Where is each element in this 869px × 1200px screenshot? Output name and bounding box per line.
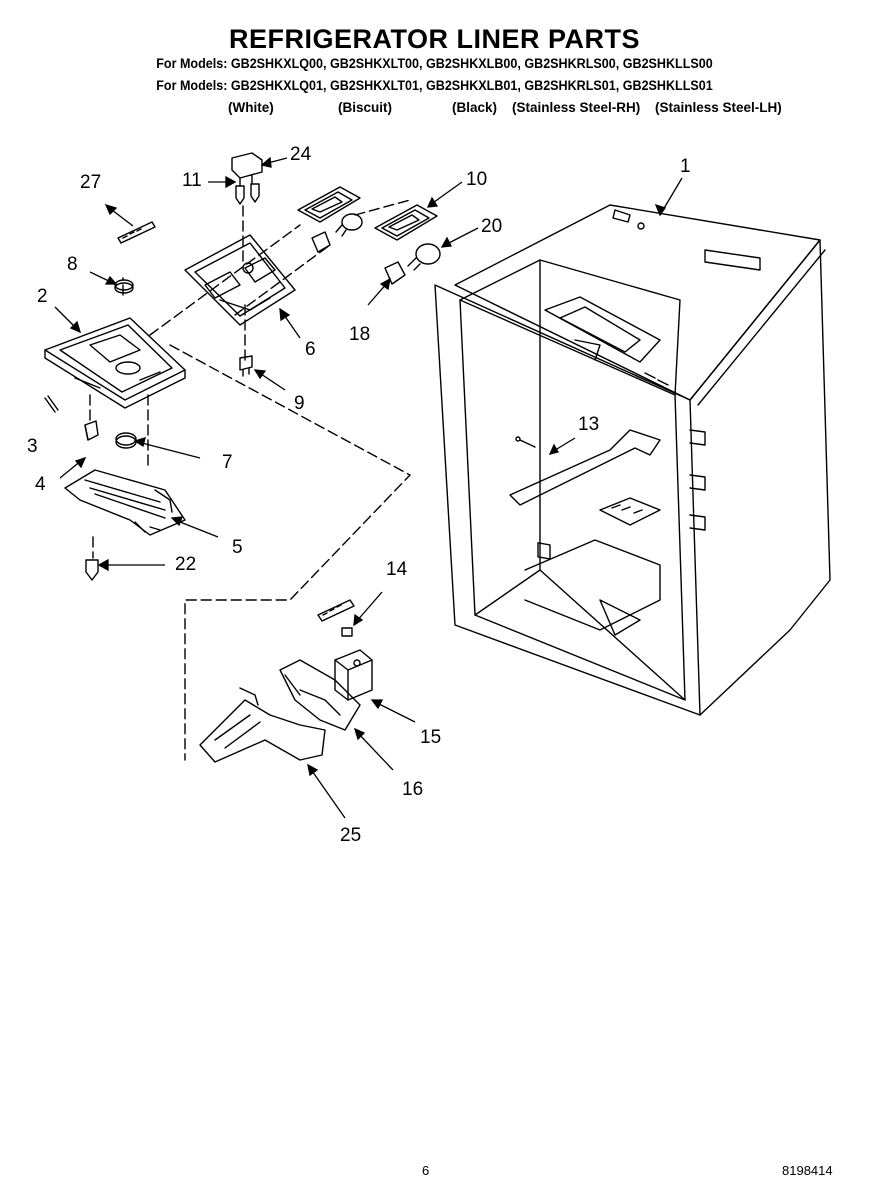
part-14-strip [317, 599, 355, 622]
models-line-2: For Models: GB2SHKXLQ01, GB2SHKXLT01, GB… [156, 78, 713, 93]
part-24-switch [231, 152, 263, 187]
callout-22: 22 [175, 554, 196, 575]
part-13-clip [515, 436, 551, 560]
part-10-light-housing-lower [374, 204, 438, 241]
part-5-cover [64, 469, 186, 536]
part-8-grommet [114, 279, 134, 294]
part-16-air-duct [279, 659, 361, 731]
document-number: 8198414 [782, 1163, 833, 1178]
part-27-strip [117, 221, 156, 244]
part-20-bulb [407, 243, 441, 271]
part-4-knob [84, 420, 99, 441]
callout-3: 3 [27, 436, 38, 457]
color-black: (Black) [452, 100, 498, 115]
part-14-nut [341, 627, 353, 637]
color-stainless-rh: (Stainless Steel-RH) [512, 100, 641, 115]
callout-2: 2 [37, 286, 48, 307]
part-11-screws [235, 183, 260, 205]
callout-24: 24 [290, 144, 312, 165]
part-22-screw [85, 559, 99, 581]
part-7-grommet [115, 432, 137, 449]
callout-20: 20 [481, 216, 502, 237]
part-2-control-housing [44, 317, 186, 409]
callout-5: 5 [232, 537, 243, 558]
callout-15: 15 [420, 727, 441, 748]
part-15-thermostat [334, 649, 373, 701]
callout-13: 13 [578, 414, 599, 435]
callout-6: 6 [305, 339, 316, 360]
callout-18: 18 [349, 324, 370, 345]
callout-8: 8 [67, 254, 78, 275]
part-10-light-housing-upper [297, 186, 361, 223]
callout-16: 16 [402, 779, 423, 800]
callout-14: 14 [386, 559, 408, 580]
color-stainless-lh: (Stainless Steel-LH) [655, 100, 782, 115]
part-20-bulb-upper [335, 213, 363, 237]
part-3-pin [44, 395, 59, 413]
callout-4: 4 [35, 474, 46, 495]
part-18-socket-upper [311, 231, 331, 253]
callout-11: 11 [182, 170, 202, 191]
color-biscuit: (Biscuit) [338, 100, 392, 115]
part-9-connector [239, 355, 253, 377]
part-6-light-bracket [184, 234, 296, 326]
callout-1: 1 [680, 156, 691, 177]
page-number: 6 [422, 1163, 430, 1178]
callout-10: 10 [466, 169, 487, 190]
callout-9: 9 [294, 393, 305, 414]
callout-27: 27 [80, 172, 101, 193]
callout-25: 25 [340, 825, 361, 846]
page-title: REFRIGERATOR LINER PARTS [228, 24, 640, 54]
part-25-cover [199, 687, 326, 763]
models-line-1: For Models: GB2SHKXLQ00, GB2SHKXLT00, GB… [156, 56, 713, 71]
part-1-liner [434, 204, 831, 716]
color-white: (White) [228, 100, 274, 115]
callout-7: 7 [222, 452, 233, 473]
